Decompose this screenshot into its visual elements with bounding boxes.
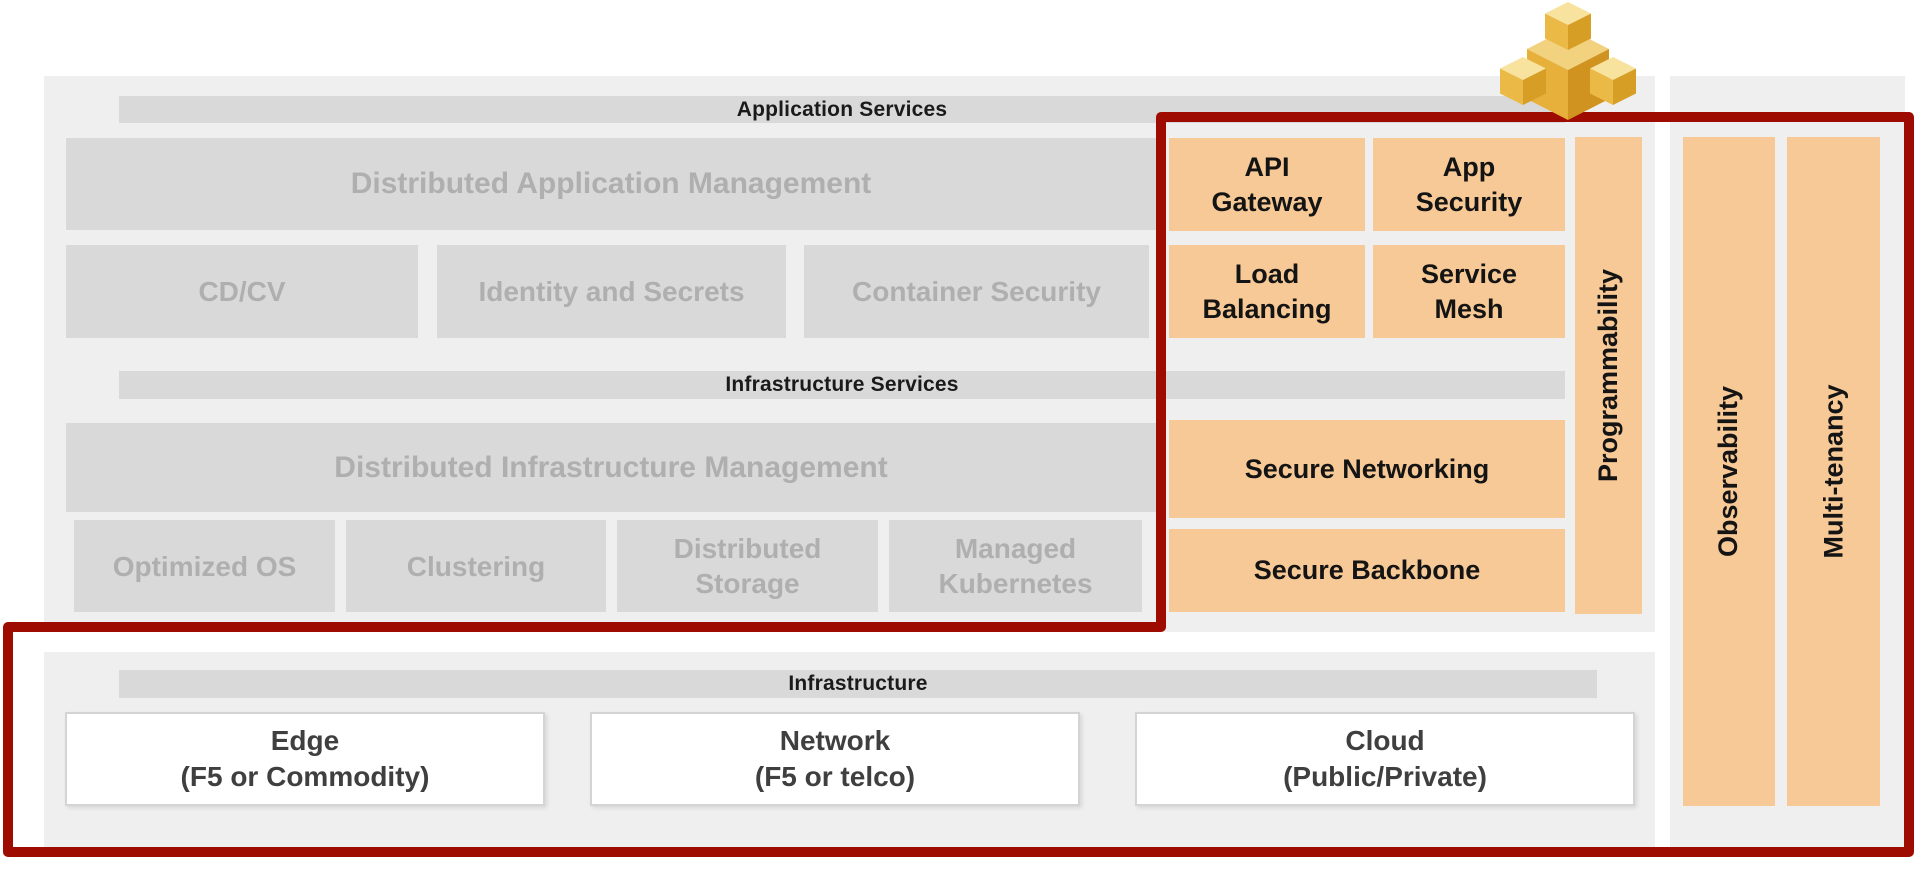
cd-cv-box: CD/CV <box>66 245 418 338</box>
programmability-bar: Programmability <box>1575 137 1642 614</box>
distributed-storage-box: Distributed Storage <box>617 520 878 612</box>
clustering-label: Clustering <box>406 550 546 582</box>
distributed-storage-label: Distributed Storage <box>673 533 822 599</box>
isometric-cubes-logo-icon <box>1500 2 1636 120</box>
infrastructure-services-header: Infrastructure Services <box>119 371 1565 399</box>
optimized-os-label: Optimized OS <box>112 550 297 582</box>
application-services-header-label: Application Services <box>736 97 948 121</box>
container-security-box: Container Security <box>804 245 1149 338</box>
cloud-label: Cloud (Public/Private) <box>1283 724 1487 792</box>
network-box: Network (F5 or telco) <box>590 712 1080 806</box>
distributed-infrastructure-management-box: Distributed Infrastructure Management <box>66 423 1156 512</box>
distributed-application-management-box: Distributed Application Management <box>66 138 1156 230</box>
application-services-header: Application Services <box>119 96 1565 123</box>
programmability-label: Programmability <box>1593 268 1623 483</box>
observability-bar: Observability <box>1683 137 1775 806</box>
multi-tenancy-bar: Multi-tenancy <box>1787 137 1880 806</box>
api-gateway-box: API Gateway <box>1169 138 1365 231</box>
container-security-label: Container Security <box>852 276 1101 307</box>
observability-label: Observability <box>1713 385 1744 558</box>
distributed-infrastructure-management-label: Distributed Infrastructure Management <box>334 450 888 484</box>
load-balancing-box: Load Balancing <box>1169 245 1365 338</box>
infrastructure-services-header-label: Infrastructure Services <box>725 373 959 396</box>
clustering-box: Clustering <box>346 520 606 612</box>
cd-cv-label: CD/CV <box>198 276 286 307</box>
secure-backbone-label: Secure Backbone <box>1253 555 1481 586</box>
identity-and-secrets-box: Identity and Secrets <box>437 245 786 338</box>
managed-kubernetes-box: Managed Kubernetes <box>889 520 1142 612</box>
service-mesh-box: Service Mesh <box>1373 245 1565 338</box>
app-security-label: App Security <box>1415 152 1523 217</box>
network-label: Network (F5 or telco) <box>754 724 916 792</box>
edge-box: Edge (F5 or Commodity) <box>65 712 545 806</box>
load-balancing-label: Load Balancing <box>1202 259 1332 324</box>
distributed-application-management-label: Distributed Application Management <box>350 167 872 201</box>
multi-tenancy-label: Multi-tenancy <box>1818 384 1849 559</box>
app-security-box: App Security <box>1373 138 1565 231</box>
secure-networking-box: Secure Networking <box>1169 420 1565 518</box>
identity-and-secrets-label: Identity and Secrets <box>478 276 745 307</box>
secure-networking-label: Secure Networking <box>1244 453 1490 484</box>
optimized-os-box: Optimized OS <box>74 520 335 612</box>
cloud-box: Cloud (Public/Private) <box>1135 712 1635 806</box>
api-gateway-label: API Gateway <box>1211 152 1323 217</box>
secure-backbone-box: Secure Backbone <box>1169 529 1565 612</box>
managed-kubernetes-label: Managed Kubernetes <box>938 533 1093 599</box>
edge-label: Edge (F5 or Commodity) <box>180 724 430 792</box>
infrastructure-header-label: Infrastructure <box>788 672 928 695</box>
service-mesh-label: Service Mesh <box>1420 259 1518 324</box>
infrastructure-header: Infrastructure <box>119 670 1597 698</box>
